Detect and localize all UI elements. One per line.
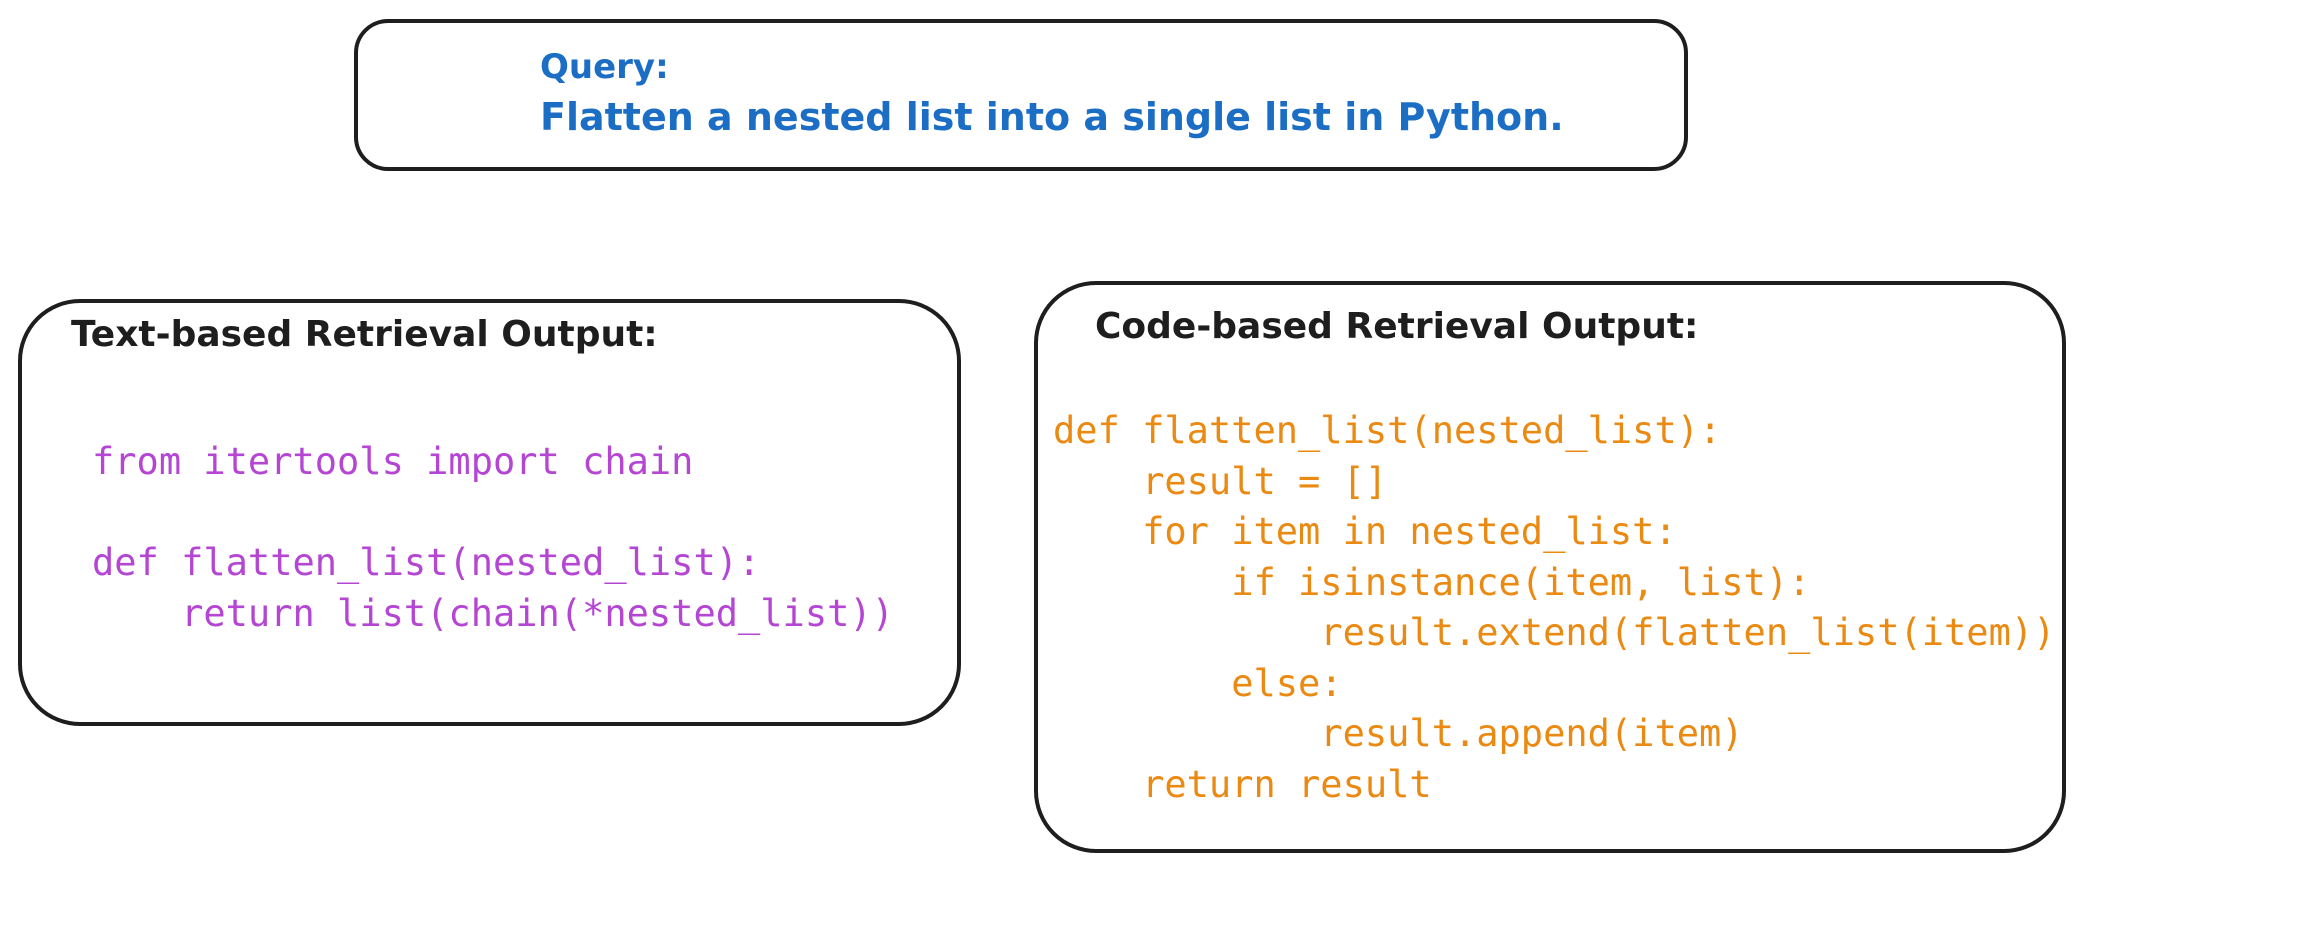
- code-line: def flatten_list(nested_list):: [1053, 409, 1722, 452]
- code-line: [92, 488, 894, 539]
- query-label: Query:: [540, 47, 669, 87]
- text-retrieval-box: [18, 299, 961, 726]
- query-box: [354, 19, 1688, 171]
- code-retrieval-box: [1034, 281, 2066, 853]
- code-line: result.append(item): [1053, 712, 1744, 755]
- code-line: result.extend(flatten_list(item)): [1053, 611, 2056, 654]
- text-retrieval-title: Text-based Retrieval Output:: [71, 314, 658, 355]
- code-line: return result: [1053, 762, 1432, 806]
- code-line: else:: [1053, 661, 1343, 705]
- text-retrieval-code: from itertools import chain def flatten_l…: [92, 437, 894, 639]
- code-retrieval-title: Code-based Retrieval Output:: [1095, 306, 1699, 347]
- code-line: for item in nested_list:: [1053, 510, 1677, 553]
- code-line: from itertools import chain: [92, 440, 694, 483]
- code-line: if isinstance(item, list):: [1053, 560, 1811, 604]
- code-line: return list(chain(*nested_list)): [92, 591, 894, 635]
- query-text: Flatten a nested list into a single list…: [540, 95, 1564, 139]
- code-line: result = []: [1053, 459, 1388, 503]
- code-line: def flatten_list(nested_list):: [92, 541, 761, 584]
- code-retrieval-code: def flatten_list(nested_list): result = …: [1053, 406, 2055, 810]
